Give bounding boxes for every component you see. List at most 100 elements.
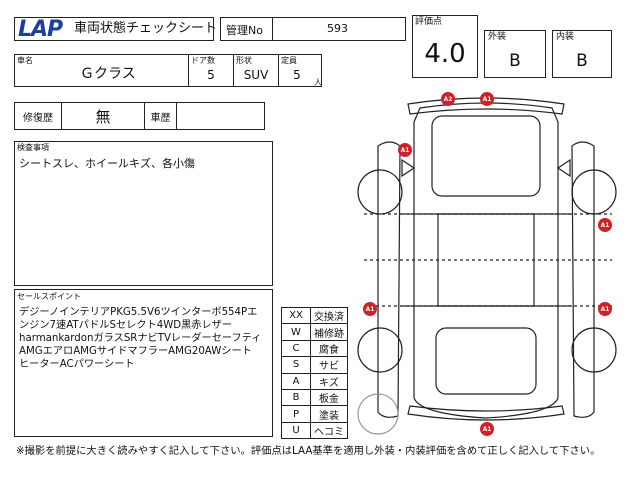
- history-divider-2: [144, 102, 145, 130]
- sales-point-line: デジーノインテリアPKG5.5V6ツインターボ554Pエ: [19, 307, 258, 318]
- damage-marker: A1: [598, 302, 612, 316]
- car-name-value: Ｇクラス: [80, 66, 136, 82]
- wheel-rear-left: [357, 327, 403, 373]
- damage-marker-code: A1: [601, 306, 610, 313]
- damage-marker: A1: [398, 143, 412, 157]
- sales-point-line: AMGエアロAMGサイドマフラーAMG20AWシート: [19, 346, 252, 357]
- damage-marker-code: A2: [444, 96, 453, 103]
- sales-point-line: harmankardonガラスSRナビTVレーダーセーフティ: [19, 333, 262, 344]
- legend-meaning: 補修跡: [310, 323, 348, 341]
- interior-value: B: [576, 51, 588, 71]
- vehicle-row: [14, 54, 322, 87]
- grade-label: 評価点: [415, 17, 443, 27]
- vehicle-divider-3: [278, 54, 279, 87]
- spare-tire: [357, 393, 399, 435]
- legend-meaning: ヘコミ: [310, 421, 348, 440]
- kanri-label: 管理No: [226, 24, 263, 37]
- mirror-left: [401, 158, 416, 178]
- right-side-outline: [571, 141, 595, 418]
- sales-point-line: ンジン7速ATパドルSセレクト4WD黒赤レザー: [19, 320, 233, 331]
- mirror-right: [556, 158, 571, 178]
- sales-point-box: [14, 289, 273, 437]
- history-row: [14, 102, 265, 130]
- damage-marker-code: A1: [483, 96, 492, 103]
- grade-value: 4.0: [424, 39, 466, 69]
- exterior-value: B: [509, 51, 521, 71]
- legend-code: A: [281, 372, 311, 390]
- legend-meaning: 塗装: [310, 405, 348, 423]
- legend-code: W: [281, 323, 311, 341]
- doors-label: ドア数: [191, 56, 215, 65]
- kanri-value: 593: [327, 22, 348, 35]
- legend-meaning: 交換済: [310, 306, 348, 325]
- inspection-label: 検査事項: [17, 143, 49, 152]
- legend-code: B: [281, 388, 311, 407]
- exterior-label: 外装: [488, 32, 507, 42]
- shape-label: 形状: [236, 56, 252, 65]
- inspection-text: シートスレ、ホイールキズ、各小傷: [19, 157, 195, 170]
- wheel-front-left: [357, 169, 403, 215]
- damage-marker: A1: [598, 218, 612, 232]
- history-divider-3: [176, 102, 177, 130]
- history-divider-1: [61, 102, 62, 130]
- damage-marker-code: A1: [366, 306, 375, 313]
- capacity-label: 定員: [281, 56, 297, 65]
- wheel-front-right: [571, 169, 617, 215]
- doors-value: 5: [207, 68, 215, 82]
- left-side-outline: [377, 141, 401, 418]
- interior-label: 内装: [556, 32, 575, 42]
- repair-label: 修復歴: [23, 112, 53, 124]
- hood-outline: [431, 115, 541, 197]
- trunk-outline: [435, 327, 537, 395]
- legend-meaning: 腐食: [310, 339, 348, 358]
- interior-box: [552, 30, 612, 78]
- legend-code: XX: [281, 306, 311, 325]
- car-diagram: A2 A1 A1 A1 A1 A1 A1: [357, 92, 617, 436]
- damage-marker: A1: [480, 92, 494, 106]
- legend-code: U: [281, 421, 311, 440]
- capacity-value: 5: [293, 68, 301, 82]
- kanri-box: [220, 17, 406, 41]
- lap-logo: LAP: [18, 17, 63, 42]
- vehicle-divider-1: [188, 54, 189, 87]
- car-name-label: 車名: [17, 56, 33, 65]
- shape-value: SUV: [243, 68, 269, 82]
- damage-marker: A1: [480, 422, 494, 436]
- sheet-title: 車両状態チェックシート: [74, 21, 218, 36]
- repair-value: 無: [95, 107, 111, 126]
- vehicle-divider-2: [233, 54, 234, 87]
- legend-code: C: [281, 339, 311, 358]
- wheel-rear-right: [571, 327, 617, 373]
- inspection-box: [14, 141, 273, 286]
- sales-point-label: セールスポイント: [17, 292, 81, 301]
- car-history-label: 車歴: [150, 112, 171, 124]
- damage-marker: A1: [363, 302, 377, 316]
- title-box: [14, 17, 214, 41]
- damage-marker-code: A1: [401, 147, 410, 154]
- damage-marker-code: A1: [483, 426, 492, 433]
- sales-point-line: ヒーターACパワーシート: [19, 359, 135, 370]
- exterior-box: [484, 30, 546, 78]
- legend-meaning: キズ: [310, 372, 348, 390]
- legend-meaning: 板金: [310, 388, 348, 407]
- kanri-divider: [272, 17, 273, 41]
- car-history-value: [177, 103, 264, 129]
- grade-box: [412, 15, 478, 78]
- sales-point-text: デジーノインテリアPKG5.5V6ツインターボ554Pエ ンジン7速ATパドルS…: [19, 306, 269, 371]
- legend-code: S: [281, 356, 311, 374]
- damage-marker: A2: [441, 92, 455, 106]
- footer-note: ※撮影を前提に大きく読みやすく記入して下さい。評価点はLAA基準を適用し外装・内…: [16, 445, 601, 457]
- front-bumper-outline: [407, 97, 565, 115]
- capacity-unit: 人: [314, 78, 322, 87]
- legend-meaning: サビ: [310, 356, 348, 374]
- damage-marker-code: A1: [601, 222, 610, 229]
